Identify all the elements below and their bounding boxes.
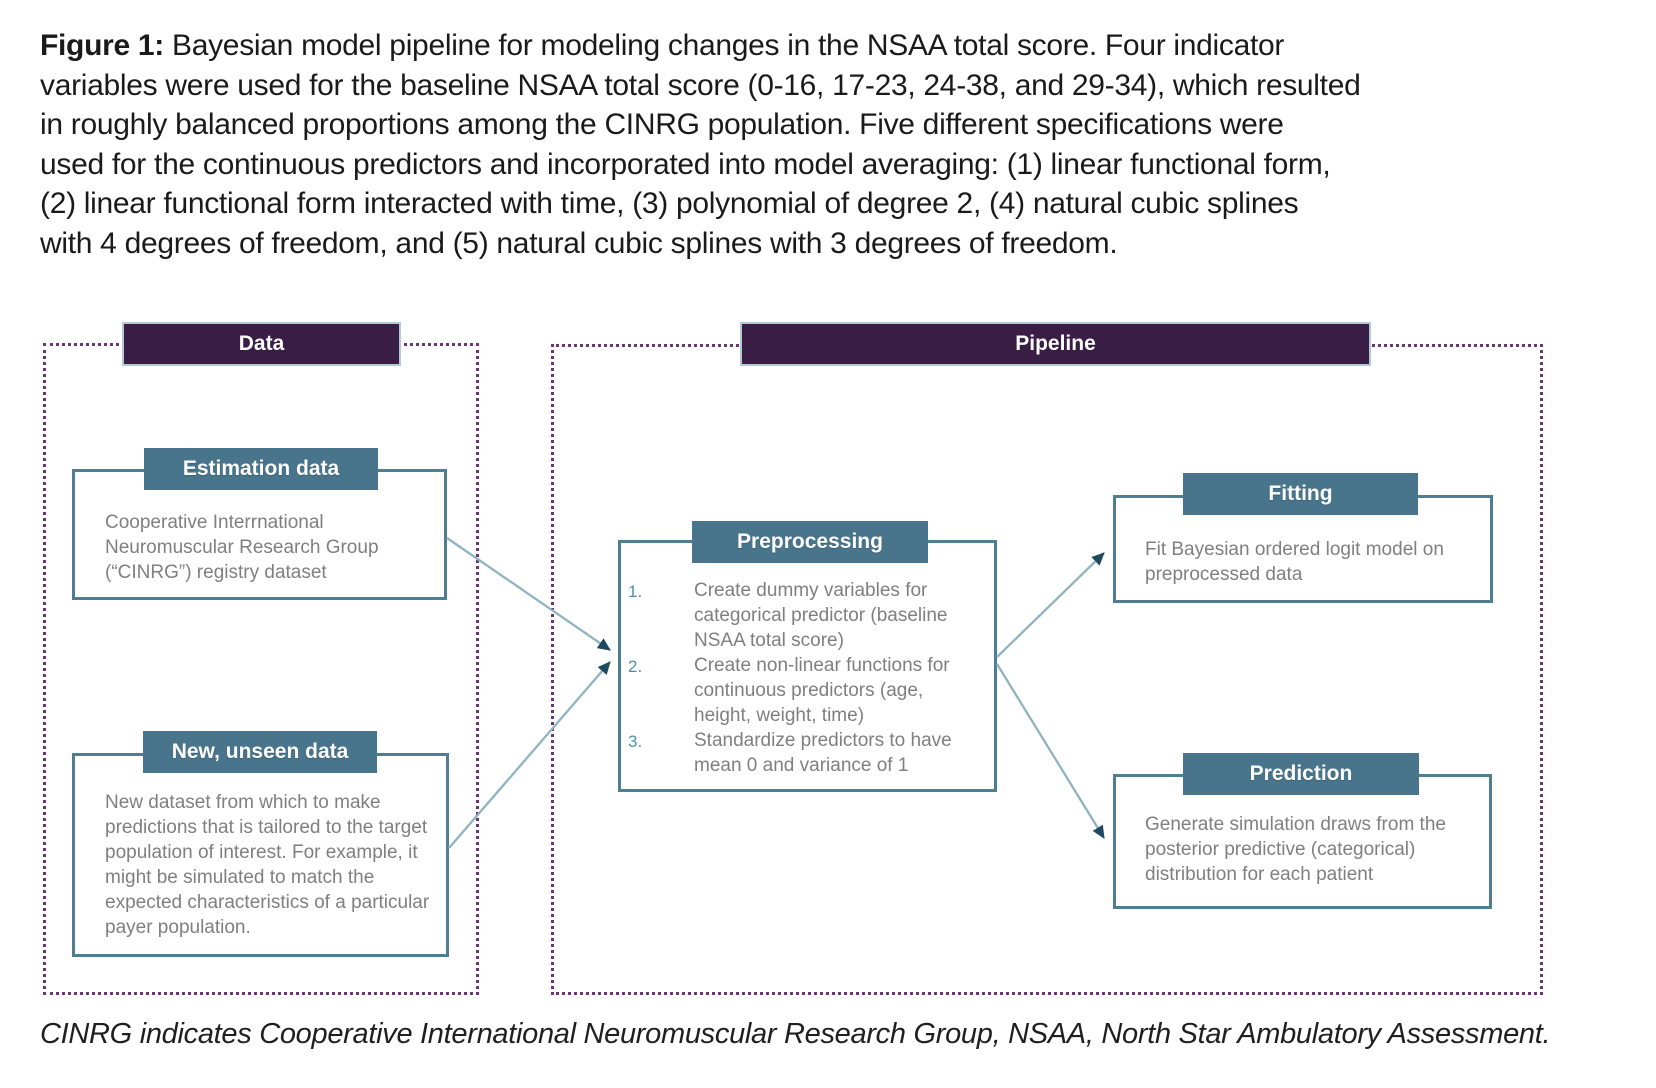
figure-footnote: CINRG indicates Cooperative Internationa… — [40, 1018, 1551, 1050]
figure-number-label: Figure 1: — [40, 29, 173, 62]
preprocessing-steps: 1. Create dummy variables for categorica… — [628, 578, 984, 778]
pipeline-section-title: Pipeline — [1015, 332, 1096, 355]
step-text: Create non-linear functions for continuo… — [694, 655, 950, 726]
estimation-data-body: Cooperative Interrnational Neuromuscular… — [105, 512, 379, 583]
fitting-title: Fitting — [1268, 482, 1333, 505]
preprocessing-step: 3. Standardize predictors to have mean 0… — [628, 728, 984, 778]
estimation-data-title: Estimation data — [182, 457, 340, 480]
preprocessing-step: 2. Create non-linear functions for conti… — [628, 653, 984, 728]
fitting-body: Fit Bayesian ordered logit model on prep… — [1145, 539, 1444, 585]
figure-caption-text: Bayesian model pipeline for modeling cha… — [40, 29, 1361, 260]
fitting-tab: Fitting — [1183, 473, 1418, 515]
step-text: Create dummy variables for categorical p… — [694, 580, 948, 651]
new-unseen-data-body: New dataset from which to make predictio… — [105, 792, 430, 938]
prediction-tab: Prediction — [1183, 753, 1419, 795]
preprocessing-tab: Preprocessing — [692, 521, 928, 563]
new-unseen-data-title: New, unseen data — [171, 740, 349, 763]
figure-caption: Figure 1: Bayesian model pipeline for mo… — [40, 26, 1570, 263]
step-text: Standardize predictors to have mean 0 an… — [694, 730, 952, 776]
preprocessing-title: Preprocessing — [737, 530, 883, 553]
pipeline-section-header: Pipeline — [740, 322, 1371, 366]
data-section-header: Data — [122, 322, 401, 366]
prediction-title: Prediction — [1249, 762, 1353, 785]
step-number: 1. — [628, 582, 643, 601]
estimation-data-tab: Estimation data — [144, 448, 378, 490]
step-number: 3. — [628, 732, 643, 751]
prediction-body: Generate simulation draws from the poste… — [1145, 814, 1446, 885]
data-section-title: Data — [238, 332, 285, 355]
preprocessing-box — [618, 540, 997, 792]
preprocessing-step: 1. Create dummy variables for categorica… — [628, 578, 984, 653]
estimation-data-box — [72, 469, 447, 600]
new-unseen-data-tab: New, unseen data — [143, 731, 377, 773]
step-number: 2. — [628, 657, 643, 676]
